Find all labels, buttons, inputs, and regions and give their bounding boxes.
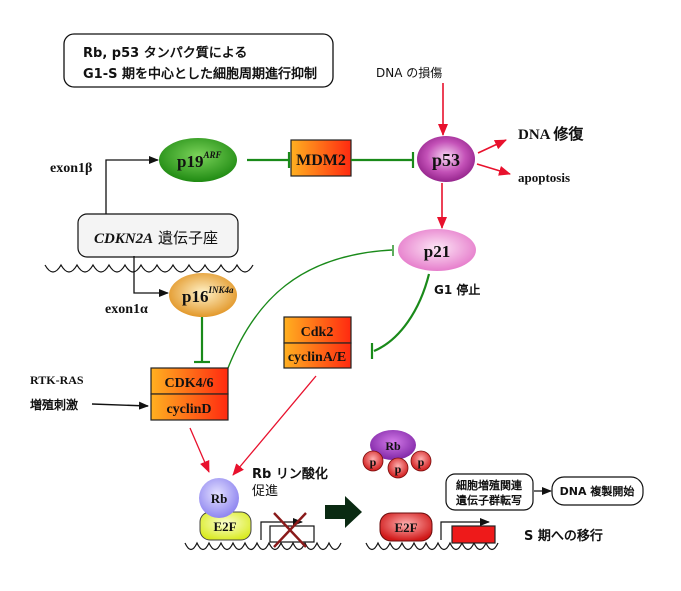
dna-damage-label: DNA の損傷 [376, 65, 442, 80]
arrow-p53-apoptosis [476, 163, 511, 176]
e2f-right-label: E2F [394, 520, 417, 535]
g1-arrest-label: G1 停止 [434, 282, 480, 297]
dna-strand-lower-right [365, 541, 499, 551]
p53-node: p53 [417, 136, 475, 182]
phosphorylated-rb: Rb p p p [362, 430, 432, 479]
growth-stimulation-label: 増殖刺激 [30, 397, 78, 412]
cdkn2a-label: CDKN2A 遺伝子座 [94, 229, 218, 247]
rb-right-label: Rb [385, 439, 401, 453]
cdk2-cyclinae-complex: Cdk2 cyclinA/E [283, 316, 352, 369]
e2f-right-node: E2F [379, 512, 433, 542]
mdm2-label: MDM2 [296, 152, 346, 169]
phosphate-group: p [387, 457, 409, 479]
rb-left-node: Rb [199, 478, 239, 518]
blocked-gene [260, 512, 315, 548]
block-x-icon [273, 512, 307, 548]
phosphate-label: p [370, 455, 377, 469]
arrow-p53-dna-repair [477, 139, 507, 154]
p21-node: p21 [398, 229, 476, 271]
active-gene [440, 518, 496, 544]
s-phase-label: S 期への移行 [524, 528, 603, 544]
cdk2-label: Cdk2 [301, 325, 334, 340]
arrow-growth-cdk46 [91, 401, 149, 410]
arrow-cdk46-rb [189, 427, 210, 473]
dna-replication-box: DNA 複製開始 [551, 476, 644, 506]
p16-label: p16INK4a [182, 285, 234, 306]
phosphate-group: p [362, 450, 384, 472]
rb-phosphorylation-label-2: 促進 [252, 484, 278, 499]
title-box: Rb, p53 タンパク質による G1-S 期を中心とした細胞周期進行抑制 [63, 33, 334, 88]
phosphate-group: p [410, 450, 432, 472]
dna-strand-upper [44, 263, 254, 273]
title-line-2: G1-S 期を中心とした細胞周期進行抑制 [83, 66, 317, 82]
inhibition-p19-mdm2 [247, 152, 291, 168]
cyclinae-label: cyclinA/E [288, 350, 346, 365]
p53-label: p53 [432, 150, 460, 170]
gene-transcription-box: 細胞増殖関連 遺伝子群転写 [445, 473, 534, 511]
rtk-ras-label: RTK-RAS [30, 373, 84, 387]
cdk46-cyclind-complex: CDK4/6 cyclinD [150, 367, 229, 421]
transition-arrow-icon [325, 496, 362, 528]
transcription-line-1: 細胞増殖関連 [456, 478, 523, 492]
p21-label: p21 [424, 242, 450, 261]
phosphate-label: p [395, 462, 402, 476]
cyclind-label: cyclinD [166, 402, 211, 417]
mdm2-node: MDM2 [290, 139, 352, 177]
exon1a-arrow [133, 256, 169, 297]
title-line-1: Rb, p53 タンパク質による [83, 45, 247, 61]
inhibition-p21-cdk2 [370, 273, 431, 359]
p19arf-node: p19ARF [159, 138, 237, 182]
inhibition-cdk46-p21 [227, 245, 394, 369]
exon1a-label: exon1α [105, 302, 148, 317]
dna-repair-label: DNA 修復 [518, 125, 584, 143]
transcription-line-2: 遺伝子群転写 [455, 493, 522, 507]
inhibition-mdm2-p53 [351, 152, 415, 168]
p16ink4a-node: p16INK4a [169, 273, 237, 317]
arrow-cdk2-rb [232, 375, 317, 476]
exon1b-arrow [105, 156, 159, 214]
apoptosis-label: apoptosis [518, 170, 570, 185]
e2f-left-label: E2F [213, 519, 236, 534]
rb-phosphorylation-label-1: Rb リン酸化 [252, 466, 328, 482]
cdkn2a-locus-box: CDKN2A 遺伝子座 [77, 213, 239, 258]
phosphate-label: p [418, 455, 425, 469]
e2f-left-node: E2F [199, 511, 252, 541]
rb-left-label: Rb [211, 491, 228, 506]
dna-strand-lower-left [184, 541, 342, 551]
inhibition-p16-cdk46 [194, 317, 210, 364]
p19-label: p19ARF [177, 150, 221, 171]
dna-replication-label: DNA 複製開始 [560, 484, 635, 498]
cdk46-label: CDK4/6 [165, 376, 214, 391]
exon1b-label: exon1β [50, 161, 92, 176]
